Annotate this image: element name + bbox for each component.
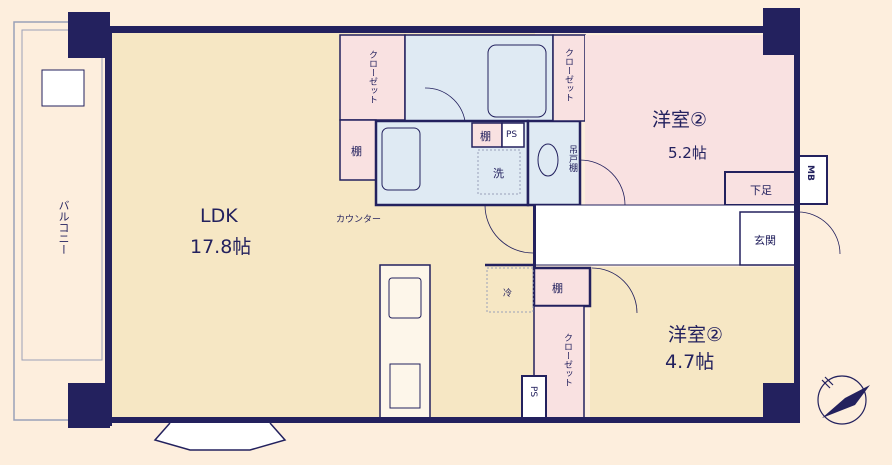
kitchen-counter <box>379 264 431 421</box>
western-room-a-name: 洋室② <box>652 109 708 131</box>
toilet <box>537 143 559 177</box>
balcony-rail <box>21 29 103 361</box>
compass-icon <box>817 375 870 425</box>
shelf-ldk-label: 棚 <box>351 145 362 158</box>
wash-basin <box>381 127 421 191</box>
balcony-label: バルコニー <box>57 200 70 255</box>
stove <box>389 363 421 409</box>
entrance-area <box>739 211 797 266</box>
shoe-box-label: 下足 <box>750 184 772 197</box>
shelf-bottom-label: 棚 <box>552 282 563 295</box>
shoe-box <box>724 171 796 206</box>
shelf-ldk <box>339 119 377 181</box>
ps-top <box>501 122 525 148</box>
fridge-label: 冷 <box>503 289 513 299</box>
hanging-shelf-label: 吊戸棚 <box>567 145 577 172</box>
western-room-a-size: 5.2帖 <box>668 144 707 162</box>
door-swing <box>797 211 841 255</box>
closet-bottom-label: クローゼット <box>562 333 572 387</box>
fridge-space <box>486 267 534 313</box>
mb-label: MB <box>805 165 815 181</box>
shelf-wash-label: 棚 <box>480 130 491 143</box>
entrance-label: 玄関 <box>754 234 776 247</box>
ps-bottom-label: PS <box>528 386 538 398</box>
washer-space <box>477 149 521 195</box>
counter-label: カウンター <box>336 215 382 225</box>
ps-top-label: PS <box>506 130 518 140</box>
door-swing <box>579 159 626 206</box>
ldk-size: 17.8帖 <box>190 236 252 258</box>
aircon-unit <box>41 69 85 107</box>
western-room-b-name: 洋室② <box>668 324 724 346</box>
bathtub <box>487 44 547 118</box>
door-swing <box>591 267 638 314</box>
ps-bottom <box>521 375 547 421</box>
ldk-name: LDK <box>200 205 238 227</box>
western-room-b-size: 4.7帖 <box>665 351 715 373</box>
shelf-bottom <box>532 266 592 308</box>
walls <box>68 8 800 428</box>
sink <box>388 277 422 319</box>
closet-top-label: クローゼット <box>563 48 573 102</box>
door-swing <box>424 87 466 122</box>
mb-box <box>796 155 828 205</box>
closet-ldk-label: クローゼット <box>367 50 377 104</box>
wet-area <box>404 34 554 122</box>
wash-label: 洗 <box>493 167 504 180</box>
door-swing <box>484 204 534 254</box>
bay-window <box>153 422 287 451</box>
